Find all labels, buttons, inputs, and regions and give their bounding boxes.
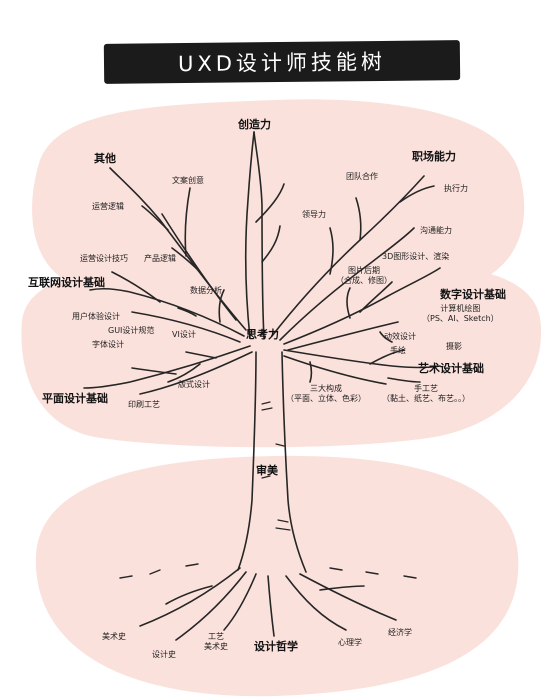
label-photo-post-title: 图片后期 [348,266,380,275]
label-typeface-design: 字体设计 [92,340,124,349]
label-copy-creativity: 文案创意 [172,176,204,185]
label-three-composition-title: 三大构成 [310,384,342,393]
label-handicraft-detail: （黏土、纸艺、布艺。。） [382,394,470,403]
label-digital-basics: 数字设计基础 [440,288,506,301]
upper-blob [32,99,525,298]
label-photo-post: 图片后期 （合成、修图） [336,266,392,286]
label-3d-render: 3D图形设计、渲染 [382,252,450,261]
title-banner: UXD设计师技能树 [103,40,461,84]
label-craft: 工艺 美术史 [204,632,228,652]
label-hand-drawing: 手绘 [390,346,406,355]
label-creativity: 创造力 [238,118,271,131]
label-computer-drawing-title: 计算机绘图 [440,304,481,313]
label-psychology: 心理学 [338,638,362,647]
label-photo-post-detail: （合成、修图） [336,276,392,285]
lower-blob [35,455,519,697]
tree-branches [83,131,441,641]
ground-strokes [119,563,417,579]
label-aesthetics: 审美 [256,464,278,477]
bark-marks [261,401,291,531]
label-product-logic: 产品逻辑 [144,254,176,263]
label-economics: 经济学 [388,628,412,637]
label-ops-design-skill: 运营设计技巧 [80,254,128,263]
label-handicraft: 手工艺 （黏土、纸艺、布艺。。） [382,384,470,404]
label-graphic-basics: 平面设计基础 [42,392,108,405]
label-other: 其他 [94,152,116,165]
label-communication: 沟通能力 [420,226,452,235]
label-craft-detail: 美术史 [204,642,228,651]
label-three-composition-detail: （平面、立体、色彩） [286,394,366,403]
label-craft-title: 工艺 [208,632,224,641]
label-execution: 执行力 [444,184,468,193]
label-teamwork: 团队合作 [346,172,378,181]
label-photography: 摄影 [446,342,462,351]
label-art-basics: 艺术设计基础 [418,362,484,375]
label-motion-design: 动效设计 [384,332,416,341]
label-design-history: 设计史 [152,650,176,659]
label-print-process: 印刷工艺 [128,400,160,409]
label-leadership: 领导力 [302,210,326,219]
label-design-philosophy: 设计哲学 [254,640,298,653]
label-handicraft-title: 手工艺 [414,384,438,393]
label-vi-design: VI设计 [172,330,196,339]
label-art-history: 美术史 [102,632,126,641]
label-gui-spec: GUI设计规范 [108,326,155,335]
label-workplace: 职场能力 [412,150,456,163]
label-data-analysis: 数据分析 [190,286,222,295]
label-computer-drawing: 计算机绘图 （PS、AI、Sketch） [422,304,499,324]
label-ux-design: 用户体验设计 [72,312,120,321]
label-computer-drawing-detail: （PS、AI、Sketch） [422,314,499,323]
label-ops-logic: 运营逻辑 [92,202,124,211]
label-internet-basics: 互联网设计基础 [28,276,105,289]
label-thinking: 思考力 [246,328,279,341]
label-layout-design: 版式设计 [178,380,210,389]
page-title: UXD设计师技能树 [177,49,387,77]
label-three-composition: 三大构成 （平面、立体、色彩） [286,384,366,404]
